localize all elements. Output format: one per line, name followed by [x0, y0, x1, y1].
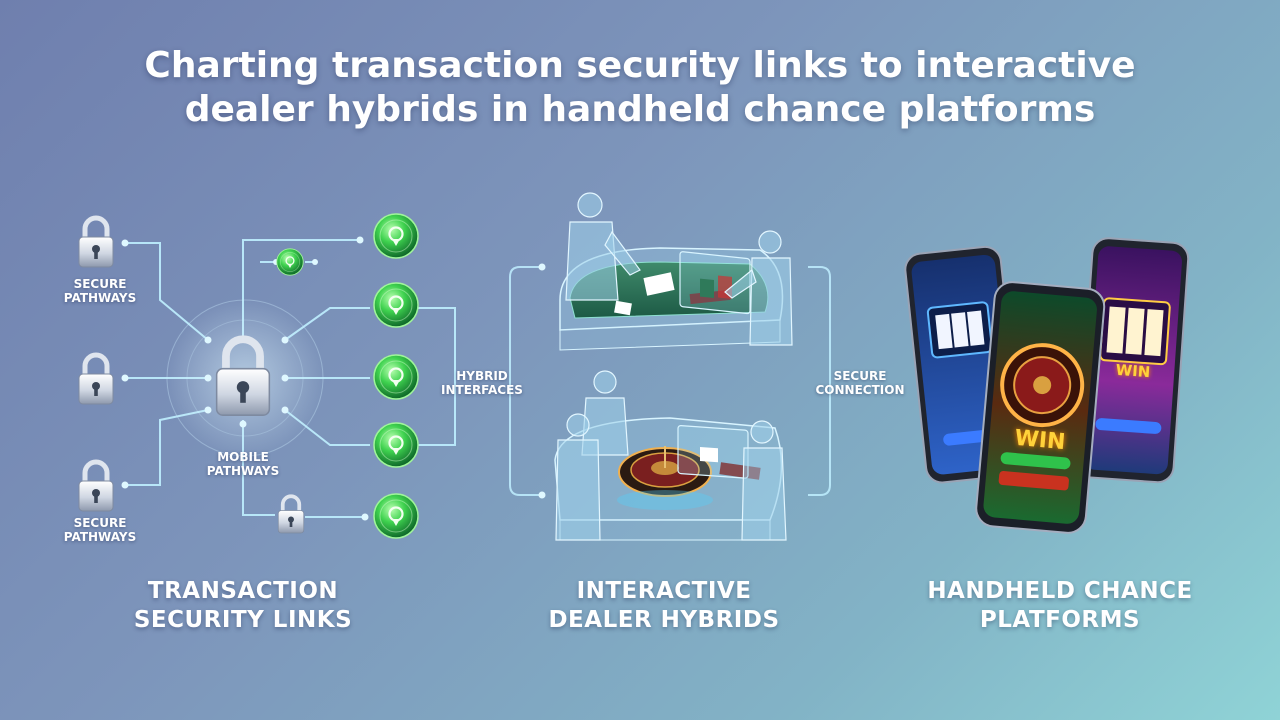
- smartphone-icon: [975, 281, 1106, 534]
- secure-pathways-label-top: SECURE PATHWAYS: [63, 277, 137, 305]
- dealer-figure-icon: [724, 230, 793, 346]
- dealer-figure-icon: [741, 420, 787, 541]
- green-node-icon: [372, 212, 420, 260]
- green-node-icon: [372, 353, 420, 401]
- green-node-icon: [372, 492, 420, 540]
- secure-pathways-label-bottom: SECURE PATHWAYS: [63, 516, 137, 544]
- title-line-1: Charting transaction security links to i…: [144, 45, 1136, 86]
- green-node-icon: [276, 248, 304, 276]
- green-node-icon: [372, 281, 420, 329]
- title-line-2: dealer hybrids in handheld chance platfo…: [184, 89, 1096, 130]
- hybrid-interfaces-label: HYBRID INTERFACES: [441, 369, 523, 397]
- padlock-icon: [79, 218, 113, 267]
- padlock-icon: [79, 462, 113, 511]
- section-label-interactive-dealer: INTERACTIVE DEALER HYBRIDS: [548, 578, 780, 633]
- card-table-icon: [559, 247, 784, 351]
- padlock-icon: [276, 494, 306, 535]
- hybrid-bracket-lines: [509, 266, 831, 496]
- section-label-transaction-security: TRANSACTION SECURITY LINKS: [133, 578, 353, 633]
- dealer-figure-icon: [565, 192, 641, 301]
- page-title: Charting transaction security links to i…: [0, 44, 1280, 132]
- padlock-icon: [79, 355, 113, 404]
- security-link-lines: [125, 239, 456, 518]
- center-phone-win-text: WIN: [1013, 425, 1067, 456]
- green-node-icon: [372, 421, 420, 469]
- secure-connection-label: SECURE CONNECTION: [815, 369, 905, 397]
- mobile-pathways-label: MOBILE PATHWAYS: [206, 450, 280, 478]
- section-label-handheld-platforms: HANDHELD CHANCE PLATFORMS: [927, 578, 1193, 633]
- dealer-figure-icon: [555, 413, 601, 541]
